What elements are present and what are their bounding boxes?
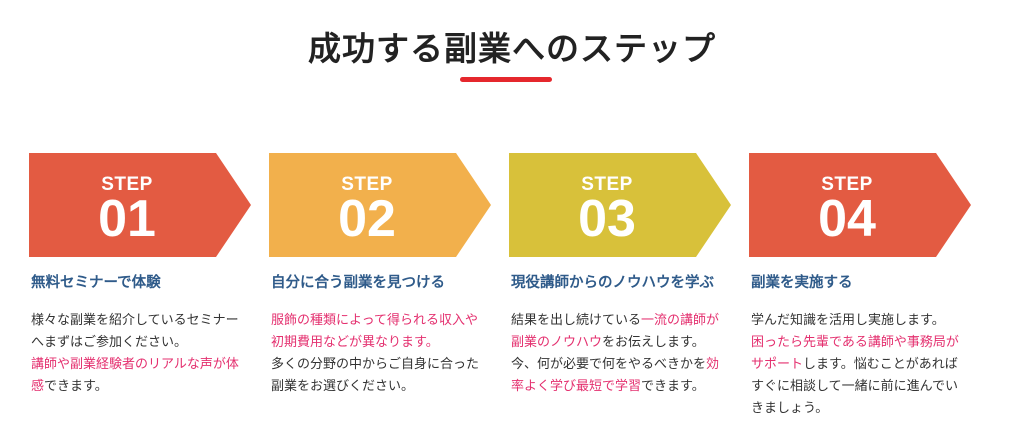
description-line: 学んだ知識を活用し実施します。 bbox=[751, 310, 983, 332]
description-line: へまずはご参加ください。 bbox=[31, 332, 263, 354]
body-text: します。悩むことがあれば bbox=[803, 357, 958, 372]
description-line: 感できます。 bbox=[31, 376, 263, 398]
description-line: 率よく学び最短で学習できます。 bbox=[511, 376, 743, 398]
body-text: へまずはご参加ください。 bbox=[31, 335, 188, 350]
step-card-1: STEP 01 無料セミナーで体験 様々な副業を紹介しているセミナーへまずはご参… bbox=[29, 153, 261, 398]
step-label: STEP bbox=[821, 174, 873, 195]
body-text: できます。 bbox=[641, 379, 705, 394]
body-text: をお伝えします。 bbox=[602, 335, 705, 350]
highlight-text: サポート bbox=[751, 357, 804, 372]
body-text: 副業をお選びください。 bbox=[271, 379, 415, 394]
description-line: きましょう。 bbox=[751, 398, 983, 420]
step-title: 現役講師からのノウハウを学ぶ bbox=[511, 275, 714, 291]
body-text: きましょう。 bbox=[751, 401, 829, 416]
body-text: 今、何が必要で何をやるべきかを bbox=[511, 357, 707, 372]
step-card-2: STEP 02 自分に合う副業を見つける 服飾の種類によって得られる収入や初期費… bbox=[269, 153, 501, 398]
highlight-text: 講師や副業経験者のリアルな声が体 bbox=[31, 357, 239, 372]
highlight-text: 困ったら先輩である講師や事務局が bbox=[751, 335, 959, 350]
highlight-text: 効 bbox=[706, 357, 720, 372]
description-line: 副業をお選びください。 bbox=[271, 376, 503, 398]
step-label: STEP bbox=[101, 174, 153, 195]
description-line: サポートします。悩むことがあれば bbox=[751, 354, 983, 376]
body-text: できます。 bbox=[44, 379, 108, 394]
body-text: すぐに相談して一緒に前に進んでい bbox=[751, 379, 958, 394]
description-line: 副業のノウハウをお伝えします。 bbox=[511, 332, 743, 354]
description-line: すぐに相談して一緒に前に進んでい bbox=[751, 376, 983, 398]
highlight-text: 副業のノウハウ bbox=[511, 335, 603, 350]
description-line: 結果を出し続けている一流の講師が bbox=[511, 310, 743, 332]
body-text: 学んだ知識を活用し実施します。 bbox=[751, 313, 945, 328]
highlight-text: 一流の講師が bbox=[641, 313, 720, 328]
step-label: STEP bbox=[581, 174, 633, 195]
step-title: 無料セミナーで体験 bbox=[31, 275, 161, 291]
step-title: 自分に合う副業を見つける bbox=[271, 275, 445, 291]
page-title: 成功する副業へのステップ bbox=[308, 29, 716, 68]
description-line: 講師や副業経験者のリアルな声が体 bbox=[31, 354, 263, 376]
body-text: 結果を出し続けている bbox=[511, 313, 642, 328]
highlight-text: 率よく学び最短で学習 bbox=[511, 379, 642, 394]
highlight-text: 感 bbox=[31, 379, 45, 394]
step-description: 学んだ知識を活用し実施します。困ったら先輩である講師や事務局がサポートします。悩… bbox=[751, 310, 983, 420]
step-chevron-3: STEP 03 bbox=[509, 153, 731, 257]
highlight-text: 服飾の種類によって得られる収入や bbox=[271, 313, 478, 328]
step-description: 服飾の種類によって得られる収入や初期費用などが異なります。多くの分野の中からご自… bbox=[271, 310, 503, 398]
description-line: 服飾の種類によって得られる収入や bbox=[271, 310, 503, 332]
step-chevron-4: STEP 04 bbox=[749, 153, 971, 257]
step-number: 04 bbox=[818, 190, 876, 248]
step-description: 様々な副業を紹介しているセミナーへまずはご参加ください。講師や副業経験者のリアル… bbox=[31, 310, 263, 398]
step-description: 結果を出し続けている一流の講師が副業のノウハウをお伝えします。今、何が必要で何を… bbox=[511, 310, 743, 398]
description-line: 多くの分野の中からご自身に合った bbox=[271, 354, 503, 376]
step-number: 02 bbox=[338, 190, 396, 248]
description-line: 様々な副業を紹介しているセミナー bbox=[31, 310, 263, 332]
description-line: 初期費用などが異なります。 bbox=[271, 332, 503, 354]
step-card-4: STEP 04 副業を実施する 学んだ知識を活用し実施します。困ったら先輩である… bbox=[749, 153, 981, 420]
step-label: STEP bbox=[341, 174, 393, 195]
step-card-3: STEP 03 現役講師からのノウハウを学ぶ 結果を出し続けている一流の講師が副… bbox=[509, 153, 741, 398]
title-underline bbox=[460, 77, 552, 82]
body-text: 多くの分野の中からご自身に合った bbox=[271, 357, 480, 372]
step-number: 01 bbox=[98, 190, 156, 248]
step-chevron-2: STEP 02 bbox=[269, 153, 491, 257]
description-line: 今、何が必要で何をやるべきかを効 bbox=[511, 354, 743, 376]
step-chevron-1: STEP 01 bbox=[29, 153, 251, 257]
description-line: 困ったら先輩である講師や事務局が bbox=[751, 332, 983, 354]
highlight-text: 初期費用などが異なります。 bbox=[271, 335, 439, 350]
step-number: 03 bbox=[578, 190, 636, 248]
step-title: 副業を実施する bbox=[751, 275, 853, 291]
body-text: 様々な副業を紹介しているセミナー bbox=[31, 313, 239, 328]
